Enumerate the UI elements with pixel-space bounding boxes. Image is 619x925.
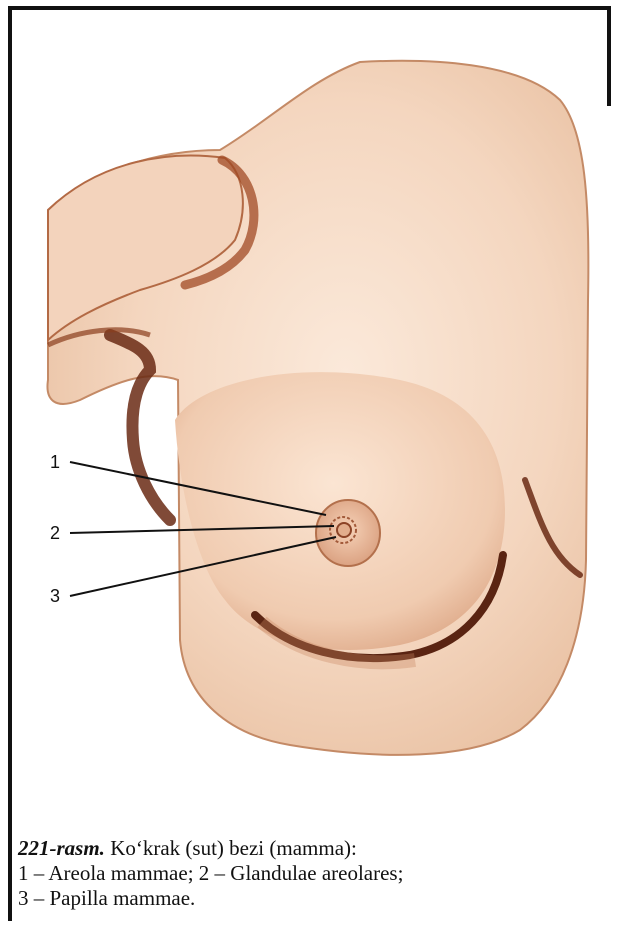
callout-label-1: 1	[50, 452, 60, 472]
caption-title-line: 221-rasm. Ko‘krak (sut) bezi (mamma):	[18, 836, 608, 861]
figure-caption: 221-rasm. Ko‘krak (sut) bezi (mamma): 1 …	[18, 836, 608, 911]
legend-line-2: 3 – Papilla mammae.	[18, 886, 608, 911]
figure-number: 221-rasm.	[18, 836, 105, 860]
legend-line-1: 1 – Areola mammae; 2 – Glandulae areolar…	[18, 861, 608, 886]
breast-illustration: 1 2 3	[0, 0, 619, 830]
figure-title: Ko‘krak (sut) bezi (mamma):	[110, 836, 357, 860]
nipple	[337, 523, 351, 537]
callout-label-2: 2	[50, 523, 60, 543]
callout-label-3: 3	[50, 586, 60, 606]
